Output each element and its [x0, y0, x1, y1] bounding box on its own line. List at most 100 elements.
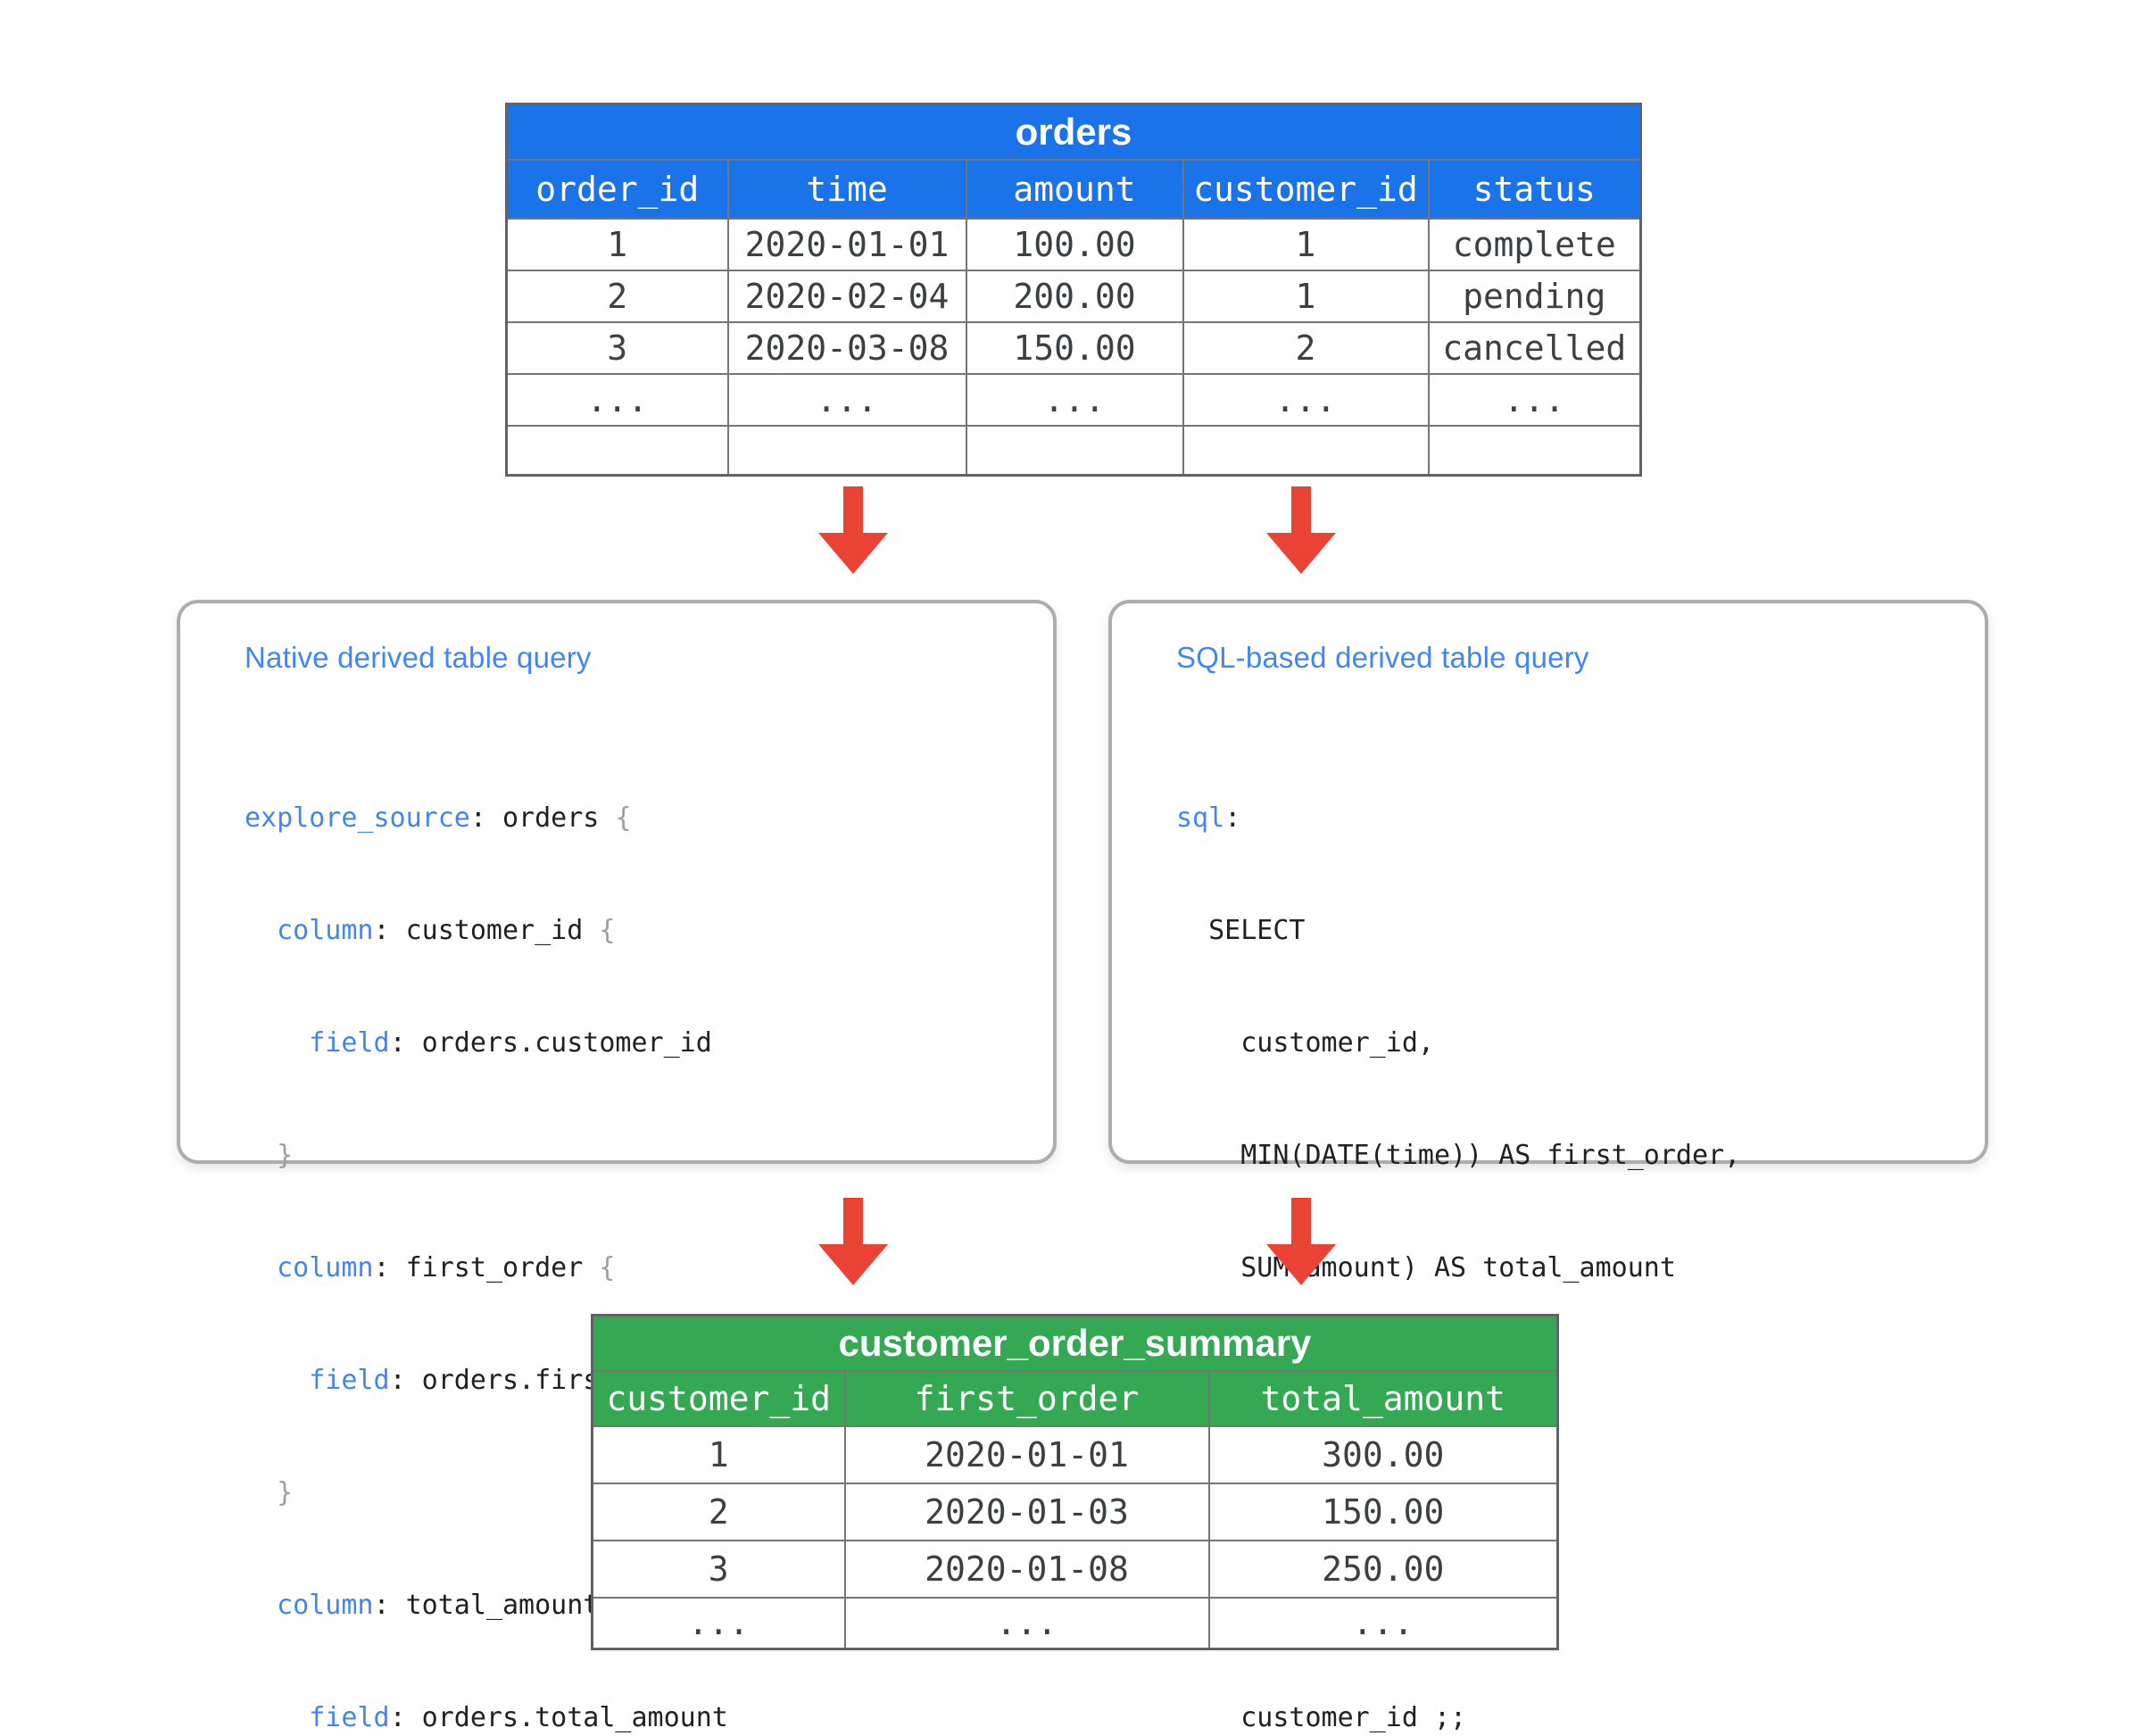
code-text: customer_id, — [1176, 1027, 1434, 1059]
code-line: sql: — [1176, 800, 1740, 837]
code-text: : orders.total_amount — [389, 1702, 728, 1733]
code-line: column: customer_id { — [245, 912, 728, 950]
cell: 2020-03-08 — [726, 320, 967, 375]
orders-col-customer-id: customer_id — [1182, 158, 1430, 220]
code-keyword: column — [245, 1252, 374, 1283]
cell: 2020-01-01 — [726, 217, 967, 271]
orders-ellipsis-row: ... ... ... ... ... — [505, 372, 1642, 427]
summary-table-title: customer_order_summary — [591, 1314, 1559, 1372]
code-brace: } — [245, 1477, 294, 1508]
summary-col-customer-id: customer_id — [591, 1369, 846, 1427]
arrow-down-icon — [1266, 1198, 1336, 1285]
code-line: MIN(DATE(time)) AS first_order, — [1176, 1137, 1740, 1175]
cell: 250.00 — [1207, 1539, 1559, 1599]
summary-title-row: customer_order_summary — [591, 1314, 1559, 1372]
code-line: column: first_order { — [245, 1250, 728, 1287]
orders-col-order-id: order_id — [505, 158, 729, 220]
cell: ... — [591, 1596, 846, 1650]
cell: 2 — [591, 1482, 846, 1541]
cell: complete — [1427, 217, 1642, 271]
cell: 100.00 — [965, 217, 1184, 271]
code-text: : first_order — [373, 1252, 600, 1283]
code-line: SUM(amount) AS total_amount — [1176, 1250, 1740, 1287]
cell: 3 — [505, 320, 729, 375]
orders-title-row: orders — [505, 103, 1642, 161]
code-brace: { — [599, 915, 616, 946]
sql-derived-table-query-box: SQL-based derived table query sql: SELEC… — [1108, 600, 1988, 1733]
orders-clipped-row — [505, 424, 1642, 476]
orders-table-title: orders — [505, 103, 1642, 161]
arrow-down-icon — [1266, 486, 1336, 574]
cell: ... — [726, 372, 967, 427]
orders-col-amount: amount — [965, 158, 1184, 220]
cell: 2020-01-01 — [843, 1425, 1210, 1484]
orders-row: 1 2020-01-01 100.00 1 complete — [505, 217, 1642, 271]
cell: ... — [1207, 1596, 1559, 1650]
cell: 200.00 — [965, 269, 1184, 323]
code-text: : — [1224, 802, 1241, 834]
native-derived-table-query-box: Native derived table query explore_sourc… — [177, 600, 1057, 1733]
orders-row: 2 2020-02-04 200.00 1 pending — [505, 269, 1642, 323]
code-line: } — [245, 1137, 728, 1175]
code-keyword: field — [245, 1365, 390, 1396]
code-line: column: total_amount { — [245, 1587, 728, 1624]
code-text: SELECT — [1176, 915, 1306, 946]
cell: ... — [1182, 372, 1430, 427]
summary-row: 3 2020-01-08 250.00 — [591, 1539, 1559, 1599]
code-text: : customer_id — [373, 915, 600, 946]
summary-ellipsis-row: ... ... ... — [591, 1596, 1559, 1650]
orders-row: 3 2020-03-08 150.00 2 cancelled — [505, 320, 1642, 375]
code-text: SUM(amount) AS total_amount — [1176, 1252, 1676, 1283]
code-line: } — [245, 1474, 728, 1512]
summary-row: 2 2020-01-03 150.00 — [591, 1482, 1559, 1541]
code-line: explore_source: orders { — [245, 800, 728, 837]
code-line: SELECT — [1176, 912, 1740, 950]
code-brace: { — [615, 802, 632, 834]
cell: 2020-02-04 — [726, 269, 967, 323]
cell: 150.00 — [965, 320, 1184, 375]
summary-col-total-amount: total_amount — [1207, 1369, 1559, 1427]
cell: 2 — [505, 269, 729, 323]
summary-header-row: customer_id first_order total_amount — [591, 1369, 1559, 1427]
code-text: : total_amount — [373, 1590, 616, 1621]
cell: 1 — [1182, 269, 1430, 323]
code-keyword: explore_source — [245, 802, 470, 834]
cell: ... — [843, 1596, 1210, 1650]
summary-row: 1 2020-01-01 300.00 — [591, 1425, 1559, 1484]
arrow-down-icon — [818, 486, 888, 574]
cell: 1 — [591, 1425, 846, 1484]
code-line: customer_id, — [1176, 1025, 1740, 1062]
cell: 1 — [505, 217, 729, 271]
code-keyword: field — [245, 1702, 390, 1733]
cell: 3 — [591, 1539, 846, 1599]
customer-order-summary-table: customer_order_summary customer_id first… — [591, 1314, 1562, 1671]
code-brace: } — [245, 1140, 294, 1171]
cell: ... — [965, 372, 1184, 427]
code-text: customer_id ;; — [1176, 1702, 1467, 1733]
summary-col-first-order: first_order — [843, 1369, 1210, 1427]
code-text: : orders.customer_id — [389, 1027, 712, 1059]
cell: pending — [1427, 269, 1642, 323]
code-keyword: field — [245, 1027, 390, 1059]
orders-table: orders order_id time amount customer_id … — [505, 103, 1645, 478]
code-line: field: orders.total_amount — [245, 1699, 728, 1736]
sql-box-title: SQL-based derived table query — [1176, 641, 1589, 674]
cell: ... — [1427, 372, 1642, 427]
code-line: customer_id ;; — [1176, 1699, 1740, 1736]
code-keyword: sql — [1176, 802, 1225, 834]
orders-header-row: order_id time amount customer_id status — [505, 158, 1642, 220]
cell: 300.00 — [1207, 1425, 1559, 1484]
summary-table-grid: customer_order_summary customer_id first… — [591, 1314, 1559, 1650]
code-line: field: orders.customer_id — [245, 1025, 728, 1062]
code-keyword: column — [245, 1590, 374, 1621]
native-box-title: Native derived table query — [245, 641, 592, 674]
orders-col-time: time — [726, 158, 967, 220]
code-text: MIN(DATE(time)) AS first_order, — [1176, 1140, 1741, 1171]
cell: cancelled — [1427, 320, 1642, 375]
cell: 150.00 — [1207, 1482, 1559, 1541]
code-text: : orders — [469, 802, 616, 834]
orders-table-grid: orders order_id time amount customer_id … — [505, 103, 1642, 477]
cell: 1 — [1182, 217, 1430, 271]
cell: 2020-01-03 — [843, 1482, 1210, 1541]
